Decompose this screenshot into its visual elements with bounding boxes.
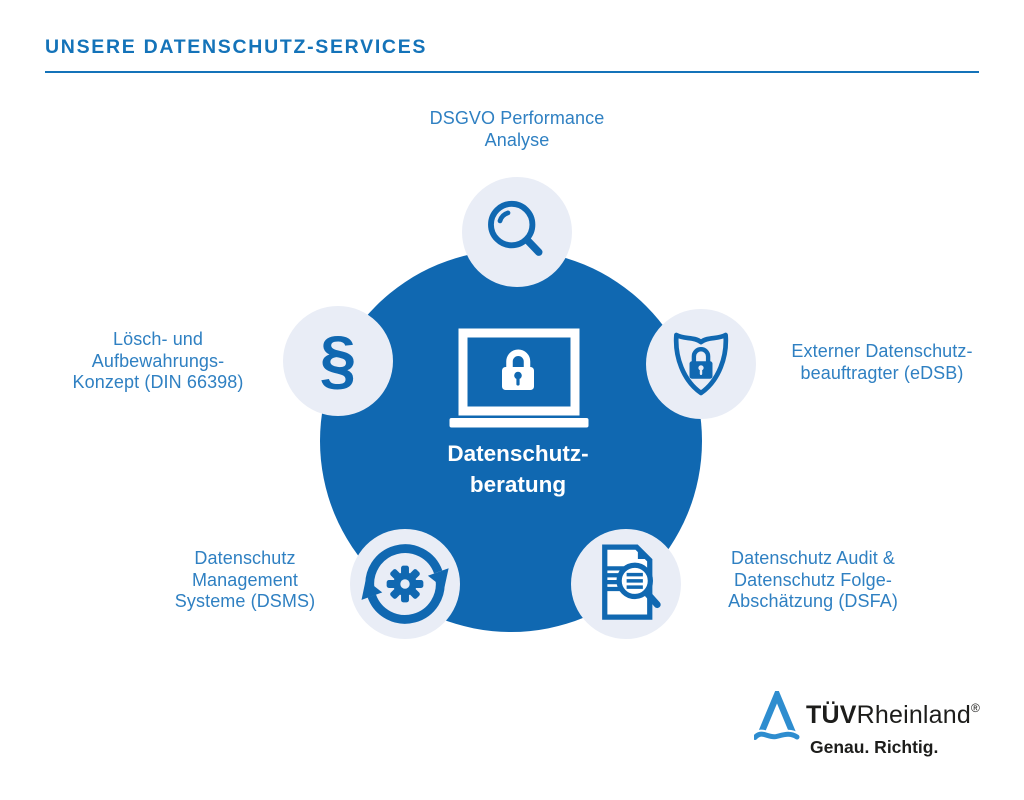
magnifier-icon xyxy=(488,200,543,256)
label-line: Externer Datenschutz- xyxy=(791,341,973,361)
label-line: Lösch- und xyxy=(112,329,204,349)
label-line: DSGVO Performance xyxy=(429,108,605,128)
label-line: Systeme (DSMS) xyxy=(174,591,316,611)
label-line: Datenschutz Audit & xyxy=(731,548,895,568)
shield-lock-icon xyxy=(673,332,729,396)
label-edsb: Externer Datenschutz- beauftragter (eDSB… xyxy=(762,341,1002,384)
label-line: beauftragter (eDSB) xyxy=(800,362,964,383)
logo-brand-regular: Rheinland xyxy=(856,701,971,729)
label-dsfa: Datenschutz Audit & Datenschutz Folge- A… xyxy=(693,548,933,613)
section-paragraph-icon: § xyxy=(319,322,357,396)
node-performance-circle xyxy=(462,177,572,287)
registered-trademark-icon: ® xyxy=(971,701,981,715)
label-line: Konzept (DIN 66398) xyxy=(72,372,244,392)
label-line: Analyse xyxy=(484,129,550,150)
node-edsb-circle xyxy=(646,309,756,419)
node-retention-circle: § xyxy=(283,306,393,416)
center-label: Datenschutz- beratung xyxy=(403,438,633,500)
node-dsfa-circle xyxy=(571,529,681,639)
tuv-triangle-logo-icon xyxy=(754,691,800,742)
label-performance: DSGVO Performance Analyse xyxy=(397,108,637,151)
page-title: UNSERE DATENSCHUTZ-SERVICES xyxy=(45,36,428,58)
center-label-line: beratung xyxy=(469,472,567,497)
label-line: Datenschutz Folge- xyxy=(734,569,892,590)
tuv-rheinland-wordmark: TÜVRheinland® xyxy=(806,701,980,730)
logo-tagline: Genau. Richtig. xyxy=(810,737,939,757)
label-retention: Lösch- und Aufbewahrungs- Konzept (DIN 6… xyxy=(38,329,278,394)
center-label-line: Datenschutz- xyxy=(447,441,589,466)
gear-sync-icon xyxy=(361,544,449,624)
laptop-lock-icon xyxy=(449,328,589,428)
logo-brand-bold: TÜV xyxy=(806,701,857,729)
document-magnifier-icon xyxy=(602,544,661,620)
node-dsms-circle xyxy=(350,529,460,639)
label-line: Datenschutz xyxy=(194,548,296,568)
label-line: Aufbewahrungs- xyxy=(91,350,225,371)
label-dsms: Datenschutz Management Systeme (DSMS) xyxy=(125,548,365,613)
label-line: Management xyxy=(191,569,299,590)
title-underline xyxy=(45,71,979,73)
label-line: Abschätzung (DSFA) xyxy=(728,591,898,611)
